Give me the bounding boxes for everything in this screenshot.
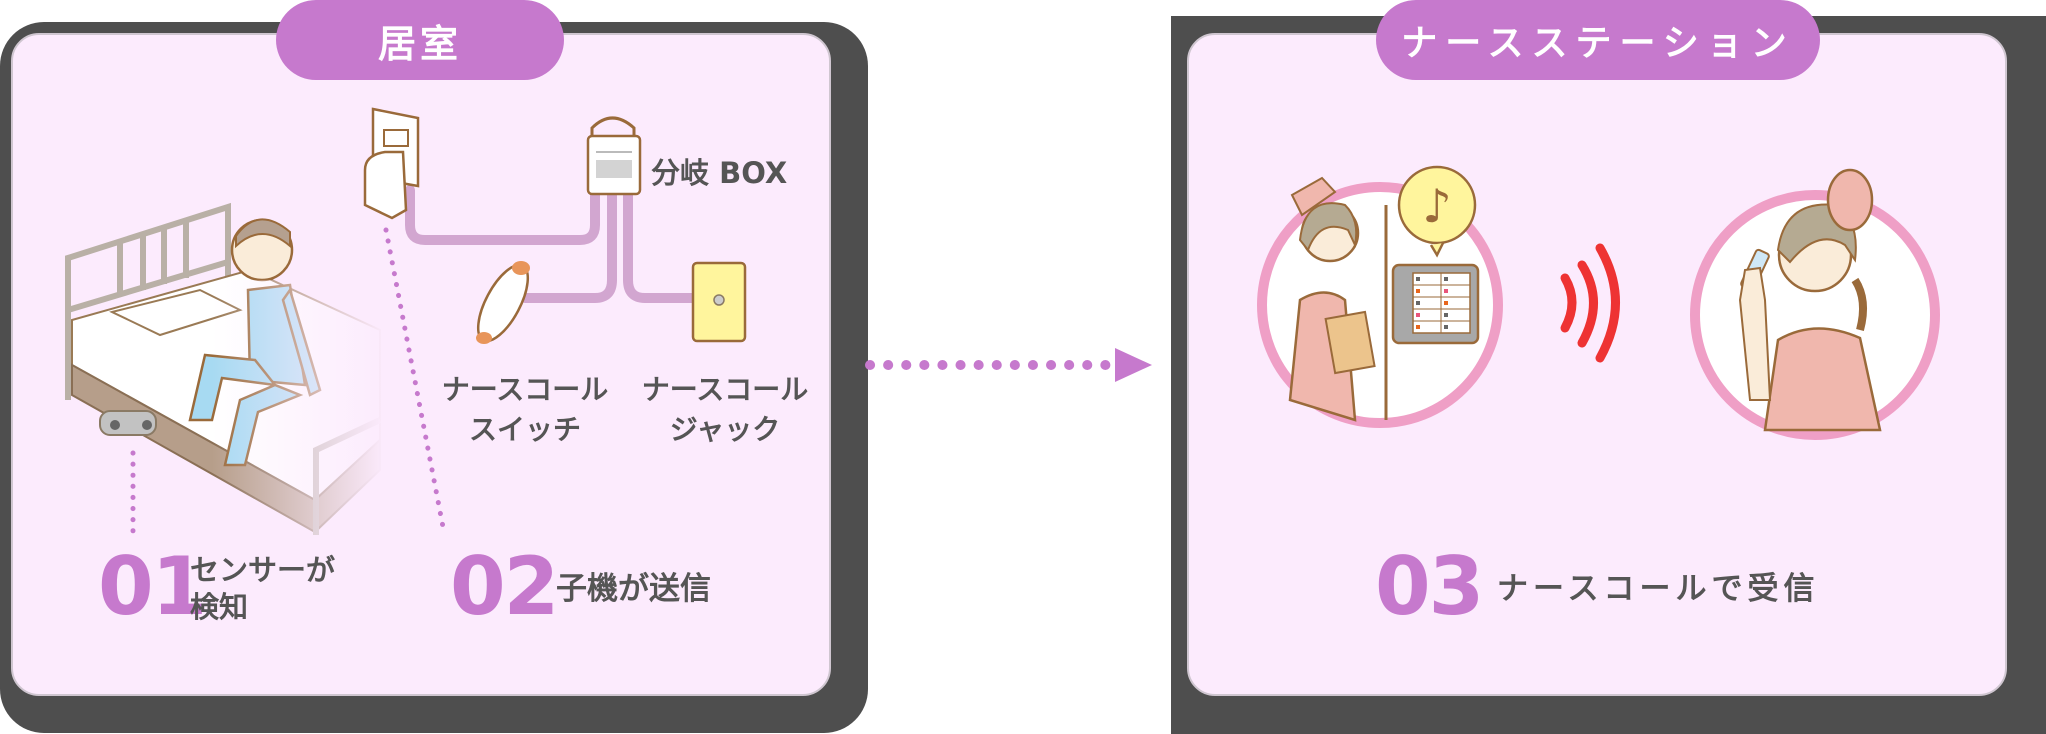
room-title-text: 居室 [377,21,462,66]
flow-arrow [865,348,1152,382]
outlet-transmitter-icon [363,107,420,220]
step-01-text-line1: センサーが [190,553,336,587]
svg-text:♪: ♪ [1422,179,1451,233]
nurse-call-switch-label-line1: ナースコール [441,373,609,406]
call-panel-icon [1391,263,1480,345]
nurse-call-jack-label-line1: ナースコール [641,373,809,406]
nurse-call-switch-label-line2: スイッチ [468,413,581,446]
bed-patient-illustration [0,202,446,540]
room-panel-title: 居室 [276,0,564,80]
station-panel-title: ナースステーション [1376,0,1820,80]
nurse-call-switch-icon [476,261,530,344]
step-01-text-line2: 検知 [190,590,249,624]
step-01-text: センサーが 検知 [190,552,335,626]
step-02-number: 02 [450,540,559,633]
step-01-number: 01 [98,540,207,633]
arrow-head-icon [1115,348,1152,382]
branch-box-icon [586,116,642,196]
step-03-text: ナースコールで受信 [1497,571,1820,607]
nurse-call-switch-label: ナースコール スイッチ [430,370,620,450]
nurse-call-jack-label: ナースコール ジャック [630,370,820,450]
nurse-call-jack-label-line2: ジャック [669,413,781,446]
cable-network-diagram [363,107,747,344]
step-03-number: 03 [1375,540,1484,633]
station-title-text: ナースステーション [1401,23,1795,64]
step-02-text: 子機が送信 [556,571,711,607]
wireless-signal-icon [1560,243,1620,363]
branch-box-label: 分岐 BOX [651,156,788,190]
nurse-call-jack-icon [691,261,747,343]
music-note-bubble-icon: ♪ [1397,165,1477,258]
bed-sensor-icon [99,410,157,436]
